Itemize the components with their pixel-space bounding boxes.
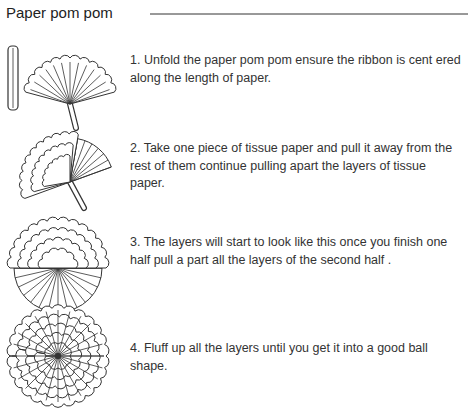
handle [70,104,76,128]
paper-fold [40,75,71,104]
step-text: 1. Unfold the paper pom pom ensure the r… [130,52,464,87]
title-rule [150,14,468,15]
petal-layer [42,154,70,186]
paper-fold [58,356,104,357]
step-text: 3. The layers will start to look like th… [130,234,464,269]
petal-layer [24,55,116,104]
paper-fold [62,63,71,104]
paper-fold [58,356,104,357]
title: Paper pom pom [6,4,117,21]
petal-layer [18,228,99,268]
paper-fold [58,310,59,356]
paper-fold [18,268,58,287]
paper-fold [58,356,70,400]
paper-fold [70,62,71,104]
paper-fold [14,344,58,356]
fold-line [13,48,14,108]
paper-fold [58,268,77,308]
paper-fold [58,356,102,368]
petal-layer [38,248,78,268]
paper-fold [58,344,102,356]
step-text: 2. Take one piece of tissue paper and pu… [130,140,464,193]
paper-fold [46,356,58,400]
paper-fold [70,65,87,104]
paper-fold [70,160,108,182]
petal-layer [7,305,109,408]
step-text: 4. Fluff up all the layers until you get… [130,340,464,375]
handle [70,104,76,128]
folded-pom [8,46,18,110]
paper-fold [14,356,58,368]
handle [70,182,84,208]
paper-fold [58,356,81,396]
paper-fold [58,356,59,402]
paper-fold [53,65,70,104]
paper-fold [70,90,110,104]
paper-fold [35,316,58,356]
paper-fold [70,70,94,104]
paper-fold [46,312,58,356]
paper-fold [70,75,101,104]
petal-layer [7,217,109,268]
paper-fold [18,356,58,379]
handle [70,182,84,208]
paper-fold [12,356,58,357]
petal-layer [28,237,89,268]
center-dot [55,353,61,359]
paper-fold [70,154,104,182]
paper-fold [58,333,98,356]
paper-fold [58,312,70,356]
paper-fold [34,82,70,104]
paper-fold [70,167,111,182]
petal-layer [19,131,78,198]
paper-fold [15,268,58,278]
petal-layer [31,143,74,192]
